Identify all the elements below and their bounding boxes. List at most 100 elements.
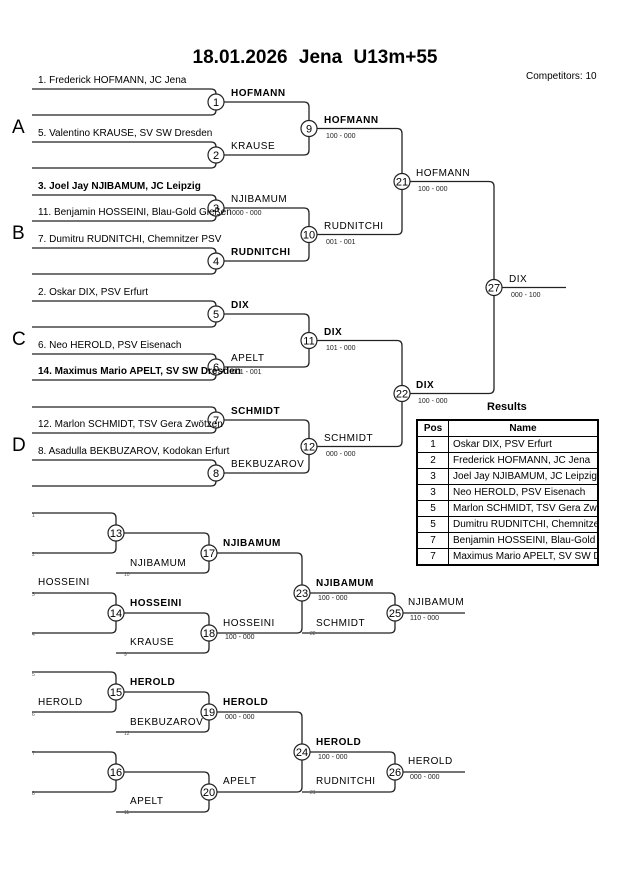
pool-label-a: A: [12, 117, 25, 138]
semi-bracket: [309, 339, 403, 448]
rep-seed: 21: [310, 790, 316, 796]
rep-seed: 12: [124, 731, 130, 737]
r1-name-rudnitchi: RUDNITCHI: [231, 247, 291, 258]
result-pos: 1: [416, 436, 449, 453]
rep-seed: 4: [32, 632, 35, 638]
match-circle: [293, 743, 311, 761]
match-circle: [300, 437, 318, 456]
rep-bracket: [32, 751, 117, 793]
r2-name-m10: RUDNITCHI: [324, 221, 384, 232]
match-circle: [107, 524, 125, 542]
match-circle: [207, 411, 225, 429]
rep-m14-winner: HOSSEINI: [130, 598, 182, 609]
result-pos: 3: [416, 468, 449, 485]
page-title: 18.01.2026 Jena U13m+55: [192, 47, 438, 68]
match-circle: [393, 172, 411, 191]
rep-m20-in: APELT: [130, 796, 164, 807]
entry-njibamum: 3. Joel Jay NJIBAMUM, JC Leipzig: [38, 181, 201, 192]
match-number-semi: 21: [396, 177, 408, 189]
rep-m25-score: 110 - 000: [410, 615, 440, 622]
results-header-pos: Pos: [416, 419, 449, 437]
result-pos: 5: [416, 500, 449, 517]
r1-score-m6: 001 - 001: [232, 369, 262, 376]
match-number-r1: 5: [213, 309, 219, 321]
result-name: Maximus Mario APELT, SV SW Dresden: [453, 551, 597, 562]
r2-score-m9: 100 - 000: [326, 133, 356, 140]
r1-name-krause: KRAUSE: [231, 141, 276, 152]
rep-m24-winner: HEROLD: [316, 737, 362, 748]
match-circle: [207, 146, 225, 164]
r1-score-m3: 000 - 000: [232, 210, 262, 217]
match-number: 23: [296, 588, 308, 600]
match-circle: [200, 544, 218, 562]
results-title: Results: [487, 401, 527, 413]
match-circle: [207, 464, 225, 482]
r2-score-m11: 101 - 000: [326, 345, 356, 352]
rep-seed: 2: [32, 552, 35, 558]
match-circle: [300, 225, 318, 244]
pool-label-b: B: [12, 223, 25, 244]
r1-name-bekbuzarov: BEKBUZAROV: [231, 459, 305, 470]
r1-bracket: [32, 88, 217, 116]
results-row: 3 Joel Jay NJIBAMUM, JC Leipzig: [416, 468, 599, 485]
rep-m23-score: 100 - 000: [318, 595, 348, 602]
match-number: 20: [203, 787, 215, 799]
result-pos: 2: [416, 452, 449, 469]
match-number-r1: 2: [213, 150, 219, 162]
result-name: Joel Jay NJIBAMUM, JC Leipzig: [453, 471, 597, 482]
rep-m24-score: 100 - 000: [318, 754, 348, 761]
match-number: 14: [110, 608, 122, 620]
match-number-r2: 11: [303, 336, 314, 348]
match-circle: [107, 604, 125, 622]
match-number: 17: [203, 548, 215, 560]
match-circle: [200, 624, 218, 642]
rep-seed: 5: [32, 672, 35, 678]
match-circle: [107, 763, 125, 781]
match-number-r1: 4: [213, 256, 219, 268]
result-pos: 5: [416, 516, 449, 533]
r1-bracket: [32, 247, 217, 275]
entry-schmidt: 12. Marlon SCHMIDT, TSV Gera Zwötzen: [38, 419, 223, 430]
match-circle: [386, 604, 404, 622]
result-name: Dumitru RUDNITCHI, Chemnitzer PSV: [453, 519, 598, 530]
r1-bracket: [32, 141, 217, 169]
semi-bracket: [309, 127, 403, 236]
match-circle: [300, 119, 318, 138]
rep-bracket: [32, 512, 117, 554]
rep-entry-herold: HEROLD: [38, 697, 83, 708]
result-name: Benjamin HOSSEINI, Blau-Gold Gießen: [453, 535, 597, 546]
rep-m25-winner: NJIBAMUM: [408, 597, 465, 608]
entry-rudnitchi: 7. Dumitru RUDNITCHI, Chemnitzer PSV: [38, 234, 222, 245]
match-number-r1: 1: [213, 97, 219, 109]
match-circle: [207, 252, 225, 270]
semi-score-m22: 100 - 000: [418, 398, 448, 405]
match-circle: [293, 584, 311, 602]
entry-herold: 6. Neo HEROLD, PSV Eisenach: [38, 340, 182, 351]
entry-apelt: 14. Maximus Mario APELT, SV SW Dresden: [38, 366, 241, 377]
r1-name-dix: DIX: [231, 300, 250, 311]
results-header-row: Pos Name: [416, 419, 599, 437]
r1-name-hofmann: HOFMANN: [231, 88, 286, 99]
match-number-r2: 10: [303, 230, 315, 242]
entry-hofmann: 1. Frederick HOFMANN, JC Jena: [38, 75, 187, 86]
rep-m18-in: KRAUSE: [130, 637, 175, 648]
rep-m19-winner: HEROLD: [223, 697, 269, 708]
match-number-r2: 9: [306, 124, 312, 136]
entry-dix: 2. Oskar DIX, PSV Erfurt: [38, 287, 149, 298]
match-circle: [207, 199, 225, 217]
rep-m18-winner: HOSSEINI: [223, 618, 275, 629]
result-name: Neo HEROLD, PSV Eisenach: [453, 487, 586, 498]
match-circle: [207, 358, 225, 376]
results-header-name: Name: [448, 419, 599, 437]
match-number-r1: 8: [213, 468, 219, 480]
pool-label-d: D: [12, 435, 26, 456]
match-number: 16: [110, 767, 122, 779]
rep-m25-in: SCHMIDT: [316, 618, 366, 629]
match-number-r1: 7: [213, 415, 219, 427]
rep-seed: 7: [32, 751, 35, 757]
